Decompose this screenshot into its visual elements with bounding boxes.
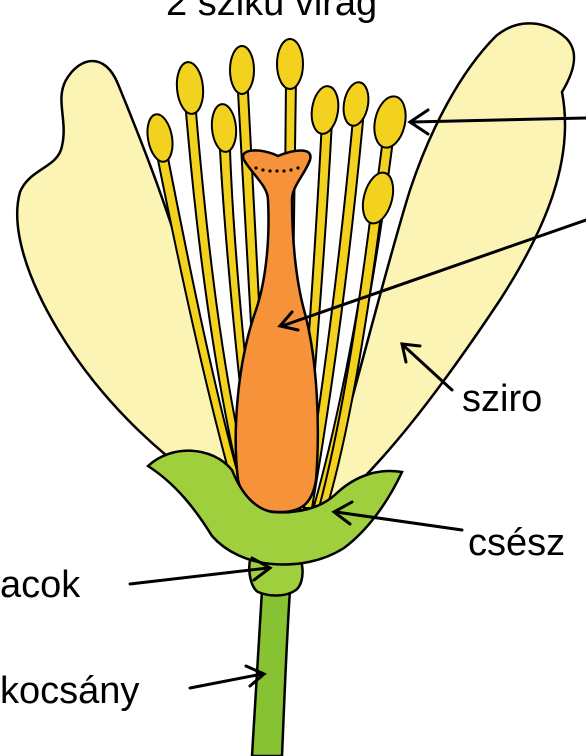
anther	[144, 112, 176, 163]
anther	[175, 61, 205, 115]
label-receptacle: acok	[0, 566, 80, 604]
label-sepal: csész	[468, 524, 565, 562]
diagram-title: 2 sziku virag	[166, 0, 377, 22]
anther	[210, 103, 238, 153]
anther	[277, 39, 303, 89]
stem	[252, 590, 290, 756]
label-petal: sziro	[462, 380, 542, 418]
arrow-stalk	[190, 666, 264, 688]
anther	[358, 169, 399, 226]
anther	[370, 93, 410, 150]
anther	[340, 80, 371, 127]
anther	[309, 84, 341, 135]
anther	[230, 46, 254, 94]
label-stalk: kocsány	[0, 672, 139, 710]
